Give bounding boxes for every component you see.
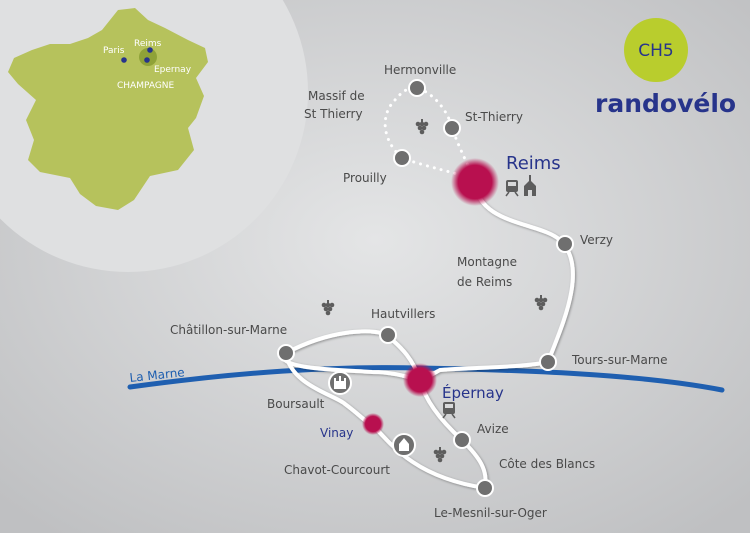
- label-avize: Avize: [477, 422, 509, 436]
- label-tours: Tours-sur-Marne: [571, 353, 668, 367]
- castle-icon: [328, 371, 352, 395]
- icons: [321, 119, 548, 463]
- inset-city-epernay: Epernay: [154, 65, 192, 75]
- label-chatillon: Châtillon-sur-Marne: [170, 323, 287, 337]
- label-massif-1: Massif de: [308, 89, 365, 103]
- label-verzy: Verzy: [580, 233, 613, 247]
- route-badge: CH5: [624, 18, 688, 82]
- marker-epernay: [403, 363, 437, 397]
- label-st-thierry: St-Thierry: [465, 110, 523, 124]
- inset-city-paris: Paris: [103, 46, 125, 56]
- label-vinay: Vinay: [320, 426, 353, 440]
- marker-hautvillers: [379, 326, 397, 344]
- marker-st-thierry: [443, 119, 461, 137]
- marker-avize: [453, 431, 471, 449]
- label-mesnil: Le-Mesnil-sur-Oger: [434, 506, 547, 520]
- label-boursault: Boursault: [267, 397, 325, 411]
- inset-city-reims: Reims: [134, 39, 162, 49]
- inset-region-label: CHAMPAGNE: [117, 81, 175, 91]
- france-outline: [8, 8, 208, 210]
- epernay-dot: [144, 57, 150, 63]
- badge-label: CH5: [638, 41, 673, 61]
- town-markers: [277, 79, 574, 497]
- train-icon: [442, 180, 519, 419]
- river-label: La Marne: [129, 365, 185, 385]
- label-hermonville: Hermonville: [384, 63, 456, 77]
- label-reims: Reims: [506, 153, 561, 174]
- reims-dot: [147, 47, 153, 53]
- marker-vinay: [362, 413, 384, 435]
- label-hautvillers: Hautvillers: [371, 307, 435, 321]
- paris-dot: [121, 57, 127, 63]
- marker-hermonville: [408, 79, 426, 97]
- label-massif-2: St Thierry: [304, 107, 363, 121]
- marker-verzy: [556, 235, 574, 253]
- marker-tours: [539, 353, 557, 371]
- brand-name: randovélo: [595, 89, 736, 118]
- label-epernay: Épernay: [442, 383, 504, 402]
- marker-chatillon: [277, 344, 295, 362]
- label-montagne-1: Montagne: [457, 255, 517, 269]
- marker-prouilly: [393, 149, 411, 167]
- label-chavot: Chavot-Courcourt: [284, 463, 390, 477]
- marker-mesnil: [476, 479, 494, 497]
- inset-map: Paris Reims Epernay CHAMPAGNE: [0, 0, 308, 272]
- grape-icon: [321, 119, 548, 463]
- label-montagne-2: de Reims: [457, 275, 512, 289]
- church-icon: [392, 175, 536, 457]
- label-prouilly: Prouilly: [343, 171, 387, 185]
- marker-reims: [451, 158, 499, 206]
- label-cote-blancs: Côte des Blancs: [499, 457, 595, 471]
- town-labels: Hermonville Massif de St Thierry St-Thie…: [170, 63, 668, 520]
